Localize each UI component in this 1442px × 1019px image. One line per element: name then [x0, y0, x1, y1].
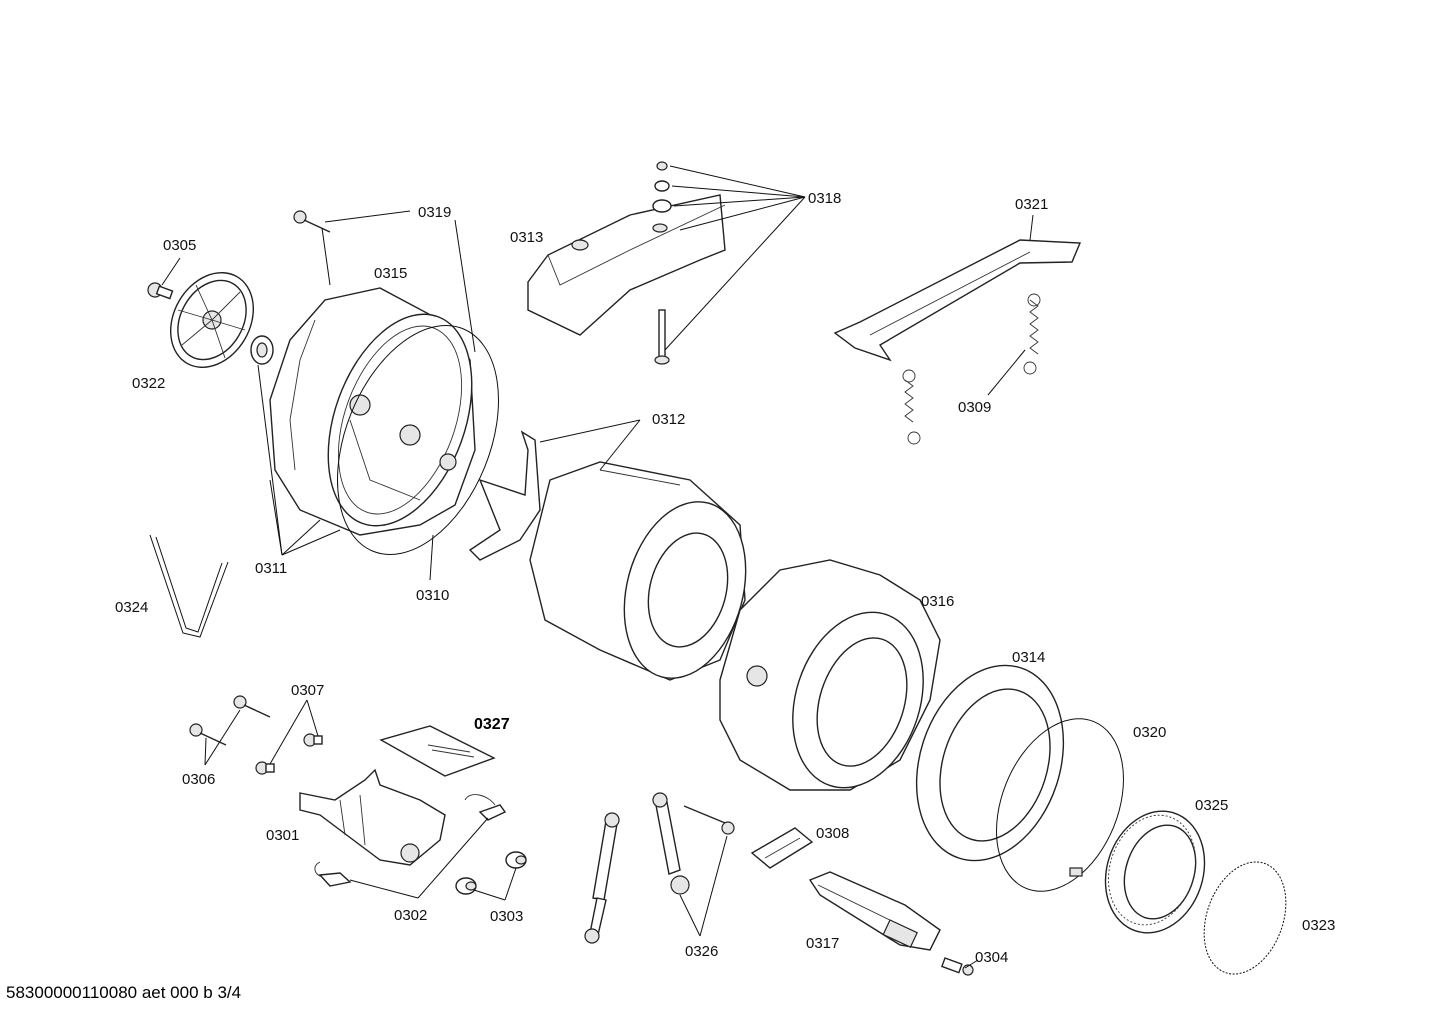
part-0325-door-seal[interactable]: [1090, 798, 1220, 946]
label-0313: 0313: [510, 229, 543, 246]
part-0321-bracket[interactable]: [833, 239, 1082, 362]
label-0323: 0323: [1302, 917, 1335, 934]
part-0306-screws[interactable]: [189, 695, 271, 746]
label-0302: 0302: [394, 907, 427, 924]
part-0303-caps[interactable]: [455, 851, 527, 895]
part-0308-connector[interactable]: [750, 827, 814, 869]
part-0314-front-ring[interactable]: [893, 646, 1088, 879]
label-0314: 0314: [1012, 649, 1045, 666]
label-0310: 0310: [416, 587, 449, 604]
part-0312-drum[interactable]: [468, 430, 764, 692]
part-0319-screw[interactable]: [293, 210, 331, 233]
label-0322: 0322: [132, 375, 165, 392]
label-0319: 0319: [418, 204, 451, 221]
leader-lines: [161, 165, 1034, 969]
part-0318-fasteners[interactable]: [652, 161, 672, 365]
label-0316: 0316: [921, 593, 954, 610]
label-0326: 0326: [685, 943, 718, 960]
part-0316-front-tub[interactable]: [719, 559, 945, 805]
label-0327: 0327: [474, 716, 510, 733]
part-0324-belt[interactable]: [149, 534, 229, 638]
part-0305-screw[interactable]: [147, 282, 174, 300]
part-0313-counterweight[interactable]: [527, 194, 726, 336]
label-0309: 0309: [958, 399, 991, 416]
part-0327-document[interactable]: [379, 725, 496, 777]
label-0321: 0321: [1015, 196, 1048, 213]
label-0303: 0303: [490, 908, 523, 925]
part-0326-shock-absorbers[interactable]: [584, 792, 735, 944]
label-0304: 0304: [975, 949, 1008, 966]
label-0317: 0317: [806, 935, 839, 952]
part-0301-pump[interactable]: [299, 768, 446, 866]
label-0307: 0307: [291, 682, 324, 699]
part-0317-heater[interactable]: [808, 871, 941, 951]
part-0309-springs[interactable]: [902, 293, 1041, 445]
part-0315-rear-tub[interactable]: [269, 287, 499, 546]
label-0305: 0305: [163, 237, 196, 254]
part-0322-pulley[interactable]: [154, 258, 270, 383]
label-0306: 0306: [182, 771, 215, 788]
callout-labels: 0305 0319 0315 0313 0318 0321 0322 0312 …: [115, 190, 1335, 966]
label-0308: 0308: [816, 825, 849, 842]
part-0320-clamp-ring[interactable]: [973, 700, 1148, 910]
label-0325: 0325: [1195, 797, 1228, 814]
label-0301: 0301: [266, 827, 299, 844]
drawing-number-footer: 58300000110080 aet 000 b 3/4: [6, 983, 241, 1002]
label-0324: 0324: [115, 599, 148, 616]
part-0302-sensor[interactable]: [314, 794, 507, 887]
part-0307-screws[interactable]: [255, 733, 323, 775]
part-0311-bearing[interactable]: [250, 335, 274, 365]
label-0315: 0315: [374, 265, 407, 282]
label-0312: 0312: [652, 411, 685, 428]
label-0311: 0311: [255, 560, 287, 577]
label-0320: 0320: [1133, 724, 1166, 741]
part-0323-spring-ring[interactable]: [1189, 851, 1300, 986]
part-0310-gasket[interactable]: [306, 302, 529, 578]
label-0318: 0318: [808, 190, 841, 207]
